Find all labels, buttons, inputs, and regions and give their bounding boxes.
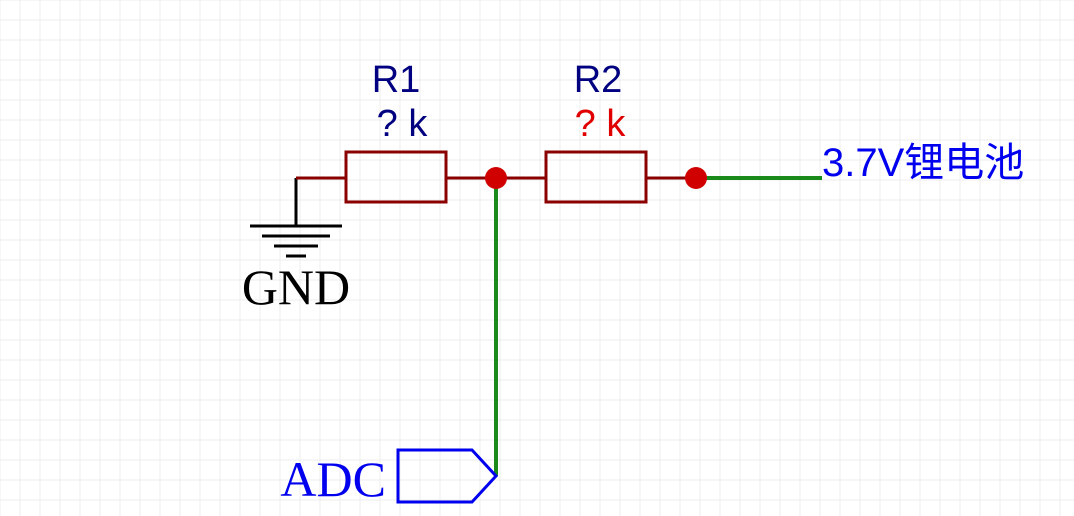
- resistor-r2[interactable]: [544, 150, 648, 204]
- resistor-r1[interactable]: [344, 150, 448, 204]
- adc-port-symbol[interactable]: [396, 448, 499, 504]
- junction-dot-divider: [485, 167, 507, 189]
- gnd-label: GND: [242, 259, 350, 315]
- r1-value: ? k: [377, 103, 429, 145]
- ground-symbol: [250, 178, 342, 258]
- r1-designator: R1: [372, 59, 421, 101]
- r2-designator: R2: [574, 59, 623, 101]
- adc-label[interactable]: ADC: [280, 451, 386, 507]
- battery-net-label[interactable]: 3.7V锂电池: [822, 141, 1024, 185]
- r2-value: ? k: [575, 103, 627, 145]
- junction-dot-battery: [685, 167, 707, 189]
